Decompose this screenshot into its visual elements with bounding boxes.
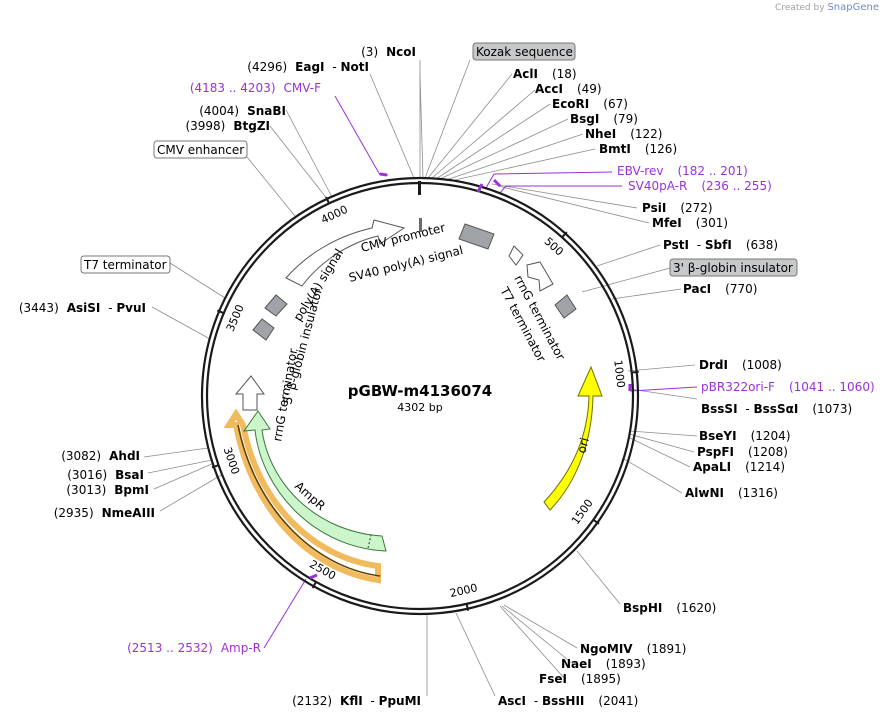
cmv-promoter-arrow <box>285 219 406 287</box>
site-nhei: NheI(122) <box>585 127 662 141</box>
site-bsssi-bsssai: BssSI - BssSαI(1073) <box>701 402 852 416</box>
ampr-arrow <box>242 410 387 552</box>
primer-mark-amp-r <box>309 573 318 580</box>
ruler-tick-2500 <box>311 581 317 589</box>
primer-mark-sv40pa-r <box>492 178 502 188</box>
beta-globin-3-label-box <box>669 258 798 277</box>
site-mfei: MfeI(301) <box>652 216 728 230</box>
site-bpmi: (3013)BpmI <box>66 483 149 497</box>
ruler-tick-2000 <box>465 603 470 611</box>
kozak-box <box>472 42 576 61</box>
plasmid-name: pGBW-m4136074 <box>348 382 492 400</box>
primer-cmv-f: (4183 .. 4203)CMV-F <box>190 81 321 95</box>
site-drdi: DrdI(1008) <box>699 358 782 372</box>
site-bmti: BmtI(126) <box>599 142 677 156</box>
site-pspfi: PspFI(1208) <box>697 445 788 459</box>
right-small-arrow-2 <box>526 261 554 292</box>
snapgene-logo-text: SnapGene <box>827 2 879 13</box>
site-labels: (3)NcoI (4296)EagI - NotI (4183 .. 4203)… <box>19 45 875 708</box>
site-alwni: AlwNI(1316) <box>685 486 778 500</box>
beta-globin-3-box <box>554 294 577 319</box>
cmv-enhancer-label: CMV enhancer <box>157 143 244 157</box>
left-gray-box-1 <box>264 294 288 317</box>
site-eagi-noti: (4296)EagI - NotI <box>247 60 369 74</box>
site-nmeaiii: (2935)NmeAIII <box>54 506 155 520</box>
credit-prefix: Created by <box>775 3 825 13</box>
site-acci: AccI(49) <box>535 82 602 96</box>
site-asisi-pvui: (3443)AsiSI - PvuI <box>19 301 146 315</box>
ruler-label-1000: 1000 <box>611 359 627 388</box>
site-ecori: EcoRI(67) <box>552 97 628 111</box>
site-apali: ApaLI(1214) <box>693 460 785 474</box>
site-acli: AclI(18) <box>513 67 577 81</box>
t7-terminator-box <box>80 255 171 274</box>
backbone-outer <box>200 176 640 616</box>
ampr-highlight <box>223 408 381 584</box>
leader-lines <box>143 59 698 697</box>
ori-arrow <box>543 365 603 511</box>
primer-pbr322ori-f: pBR322ori-F(1041 .. 1060) <box>701 380 875 394</box>
kozak-marker <box>418 181 421 195</box>
boxed-features: Kozak sequence CMV enhancer T7 terminato… <box>80 42 798 277</box>
label-ori: ori <box>574 436 592 455</box>
site-ngomiv: NgoMIV(1891) <box>580 642 686 656</box>
site-asci-bsshii: AscI - BssHII(2041) <box>498 694 638 708</box>
site-ahdi: (3082)AhdI <box>61 449 140 463</box>
primer-ebv-rev: EBV-rev(182 .. 201) <box>617 164 748 178</box>
plasmid-length: 4302 bp <box>397 401 442 414</box>
primer-mark-cmv-f <box>379 172 388 177</box>
ruler-tick-3500 <box>216 309 225 315</box>
right-small-arrow-1 <box>508 245 524 266</box>
ruler-label-3000: 3000 <box>221 445 242 476</box>
ruler-tick-3000 <box>211 464 219 469</box>
kozak-label: Kozak sequence <box>476 45 573 59</box>
ampr-highlight-line <box>237 424 381 577</box>
site-naei: NaeI(1893) <box>561 657 646 671</box>
features <box>223 219 603 584</box>
ruler-tick-500 <box>561 231 568 238</box>
site-bseyi: BseYI(1204) <box>699 429 791 443</box>
site-bsgi: BsgI(79) <box>570 112 638 126</box>
beta-globin-3-label: 3' β-globin insulator <box>673 261 793 275</box>
sv40-polya-box <box>458 223 495 250</box>
site-kfli-ppumi: (2132)KflI - PpuMI <box>292 694 421 708</box>
left-gray-box-2 <box>252 318 275 341</box>
site-bsai: (3016)BsaI <box>67 468 144 482</box>
site-psii: PsiI(272) <box>642 201 713 215</box>
primer-mark-ebv-rev <box>476 183 484 193</box>
primer-marks <box>309 172 632 580</box>
primer-sv40pa-r: SV40pA-R(236 .. 255) <box>628 179 772 193</box>
cmv-enhancer-box <box>153 140 248 159</box>
site-snabi: (4004)SnaBI <box>199 104 286 118</box>
ruler-tick-1500 <box>592 518 600 525</box>
site-fsei: FseI(1895) <box>539 672 621 686</box>
t7-terminator-label: T7 terminator <box>83 258 167 272</box>
left-white-arrow <box>234 375 265 411</box>
site-psti-sbfi: PstI - SbfI(638) <box>663 238 778 252</box>
site-ncoi: (3)NcoI <box>361 45 416 59</box>
ruler-label-2000: 2000 <box>449 581 479 600</box>
site-bsphi: BspHI(1620) <box>623 601 716 615</box>
ruler-tick-4000 <box>325 196 330 204</box>
primer-amp-r: (2513 .. 2532)Amp-R <box>127 641 261 655</box>
cmv-promoter-start-marker <box>419 218 422 232</box>
ruler-tick-1000 <box>631 370 639 374</box>
site-btgzi: (3998)BtgZI <box>185 119 270 133</box>
site-paci: PacI(770) <box>683 282 757 296</box>
snapgene-credit: Created by SnapGene <box>775 2 879 13</box>
